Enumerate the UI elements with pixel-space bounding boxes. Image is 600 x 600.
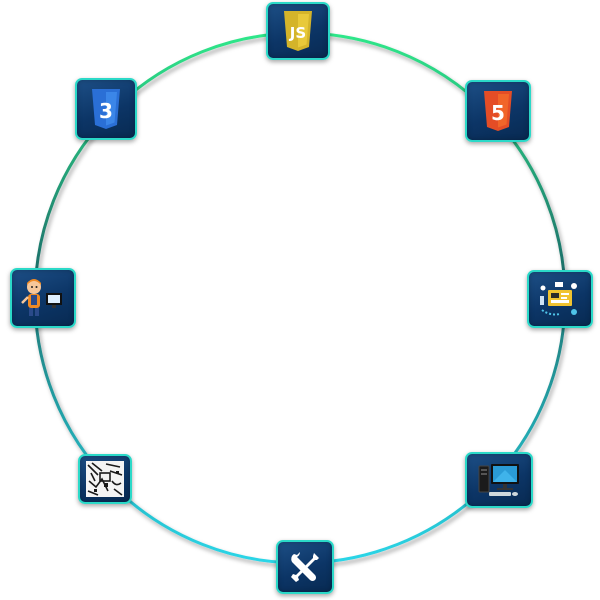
- node-tools[interactable]: [276, 540, 334, 594]
- node-web-design[interactable]: [527, 270, 593, 328]
- sketch-collage-icon: [86, 461, 124, 497]
- node-developer[interactable]: [10, 268, 76, 328]
- css3-logo-icon: 3: [92, 89, 120, 129]
- node-html5[interactable]: 5: [465, 80, 531, 142]
- desktop-computer-icon: [478, 464, 519, 496]
- node-desktop[interactable]: [465, 452, 533, 508]
- wrench-screwdriver-icon: [291, 552, 319, 582]
- javascript-logo-icon: JS: [284, 11, 312, 51]
- developer-character-icon: [21, 279, 62, 316]
- css3-badge: 3: [99, 99, 113, 123]
- node-javascript[interactable]: JS: [266, 2, 330, 60]
- html5-logo-icon: 5: [484, 91, 512, 131]
- web-design-tools-icon: [540, 282, 577, 316]
- node-sketch[interactable]: [78, 454, 132, 504]
- javascript-badge: JS: [289, 24, 306, 42]
- node-css3[interactable]: 3: [75, 78, 137, 140]
- html5-badge: 5: [491, 101, 505, 125]
